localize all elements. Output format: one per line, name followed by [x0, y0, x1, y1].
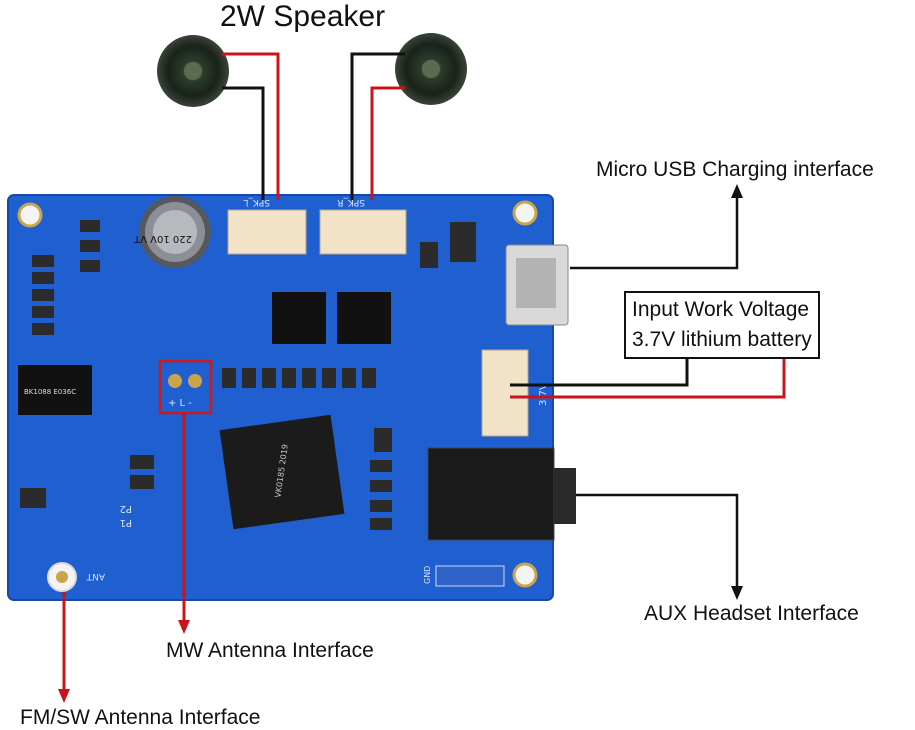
- label-aux: AUX Headset Interface: [644, 602, 859, 625]
- label-fm: FM/SW Antenna Interface: [20, 706, 261, 729]
- mounting-holes: [17, 200, 538, 588]
- speaker-right: [395, 33, 467, 105]
- usb-callout-line: [570, 192, 739, 270]
- label-input-voltage-box: Input Work Voltage 3.7V lithium battery: [624, 291, 820, 359]
- battery-connector: [481, 349, 529, 437]
- aux-jack: [427, 447, 555, 541]
- silk-spk-left: SPK_L: [243, 197, 270, 207]
- radio-ic: [18, 365, 92, 415]
- label-mw: MW Antenna Interface: [166, 639, 374, 662]
- silk-gnd: GND: [423, 566, 432, 584]
- gnd-header: [435, 565, 505, 587]
- label-micro-usb: Micro USB Charging interface: [596, 158, 874, 181]
- spk-right-connector: [319, 209, 407, 255]
- silk-mw-polarity: + L -: [168, 398, 192, 409]
- silk-spk-right: SPK_R: [337, 197, 365, 207]
- spk-left-connector: [227, 209, 307, 255]
- diagram-title: 2W Speaker: [220, 0, 386, 33]
- amp-chip-right: [337, 292, 391, 344]
- silk-ant: ANT: [86, 571, 105, 581]
- silk-p2: P2: [120, 503, 132, 514]
- silk-p1: P1: [120, 517, 132, 528]
- label-input-voltage-line1: Input Work Voltage: [632, 298, 810, 321]
- speaker-left: [157, 35, 229, 107]
- capacitor: [139, 196, 211, 268]
- speaker-wires: [222, 52, 405, 200]
- label-input-voltage-line2: 3.7V lithium battery: [632, 328, 812, 351]
- silk-ic: BK1088 E036C: [24, 388, 76, 396]
- battery-wires: [510, 356, 786, 399]
- smd-components: [20, 220, 476, 530]
- mcu-chip: [219, 414, 345, 530]
- aux-callout-line: [576, 493, 739, 592]
- silk-batt: 3.7V: [538, 383, 549, 406]
- amp-chip-left: [272, 292, 326, 344]
- silk-cap: 220 10V VT: [133, 233, 192, 244]
